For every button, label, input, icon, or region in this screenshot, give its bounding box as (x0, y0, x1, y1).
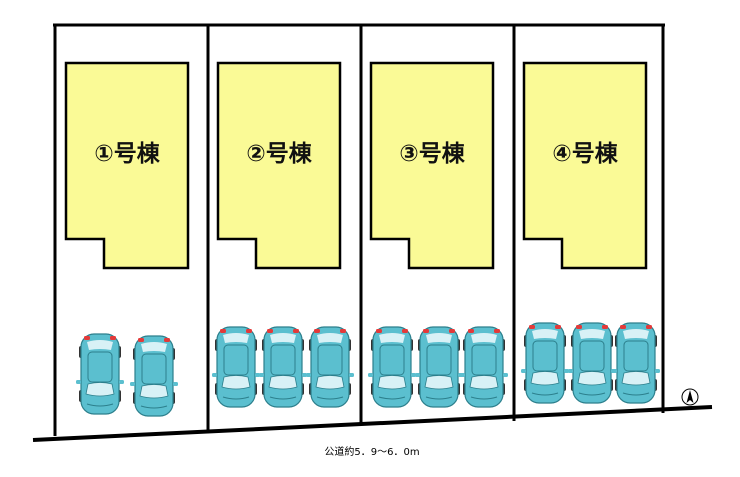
building-footprint (522, 61, 648, 270)
road-edge-line (32, 405, 713, 442)
road-label: 公道約5．9～6．0m (324, 445, 419, 458)
building-3: ③号棟 (369, 61, 495, 270)
car-icon (306, 326, 354, 408)
car-icon (130, 335, 178, 417)
car-icon (521, 322, 569, 404)
building-2: ②号棟 (216, 61, 342, 270)
parking-cars (76, 322, 660, 417)
building-footprint (216, 61, 342, 270)
car-icon (368, 326, 416, 408)
car-icon (212, 326, 260, 408)
north-arrow-icon (681, 388, 699, 406)
building-label: ③号棟 (399, 141, 465, 167)
building-footprint (64, 61, 190, 270)
building-label: ①号棟 (94, 141, 160, 167)
car-icon (612, 322, 660, 404)
car-icon (568, 322, 616, 404)
building-1: ①号棟 (64, 61, 190, 270)
building-footprint (369, 61, 495, 270)
car-icon (76, 333, 124, 415)
lot-boundaries (53, 23, 665, 436)
car-icon (460, 326, 508, 408)
building-label: ②号棟 (246, 141, 312, 167)
buildings: ①号棟 ②号棟 ③号棟 ④号棟 (64, 61, 648, 270)
car-icon (259, 326, 307, 408)
building-4: ④号棟 (522, 61, 648, 270)
building-label: ④号棟 (552, 141, 618, 167)
car-icon (415, 326, 463, 408)
